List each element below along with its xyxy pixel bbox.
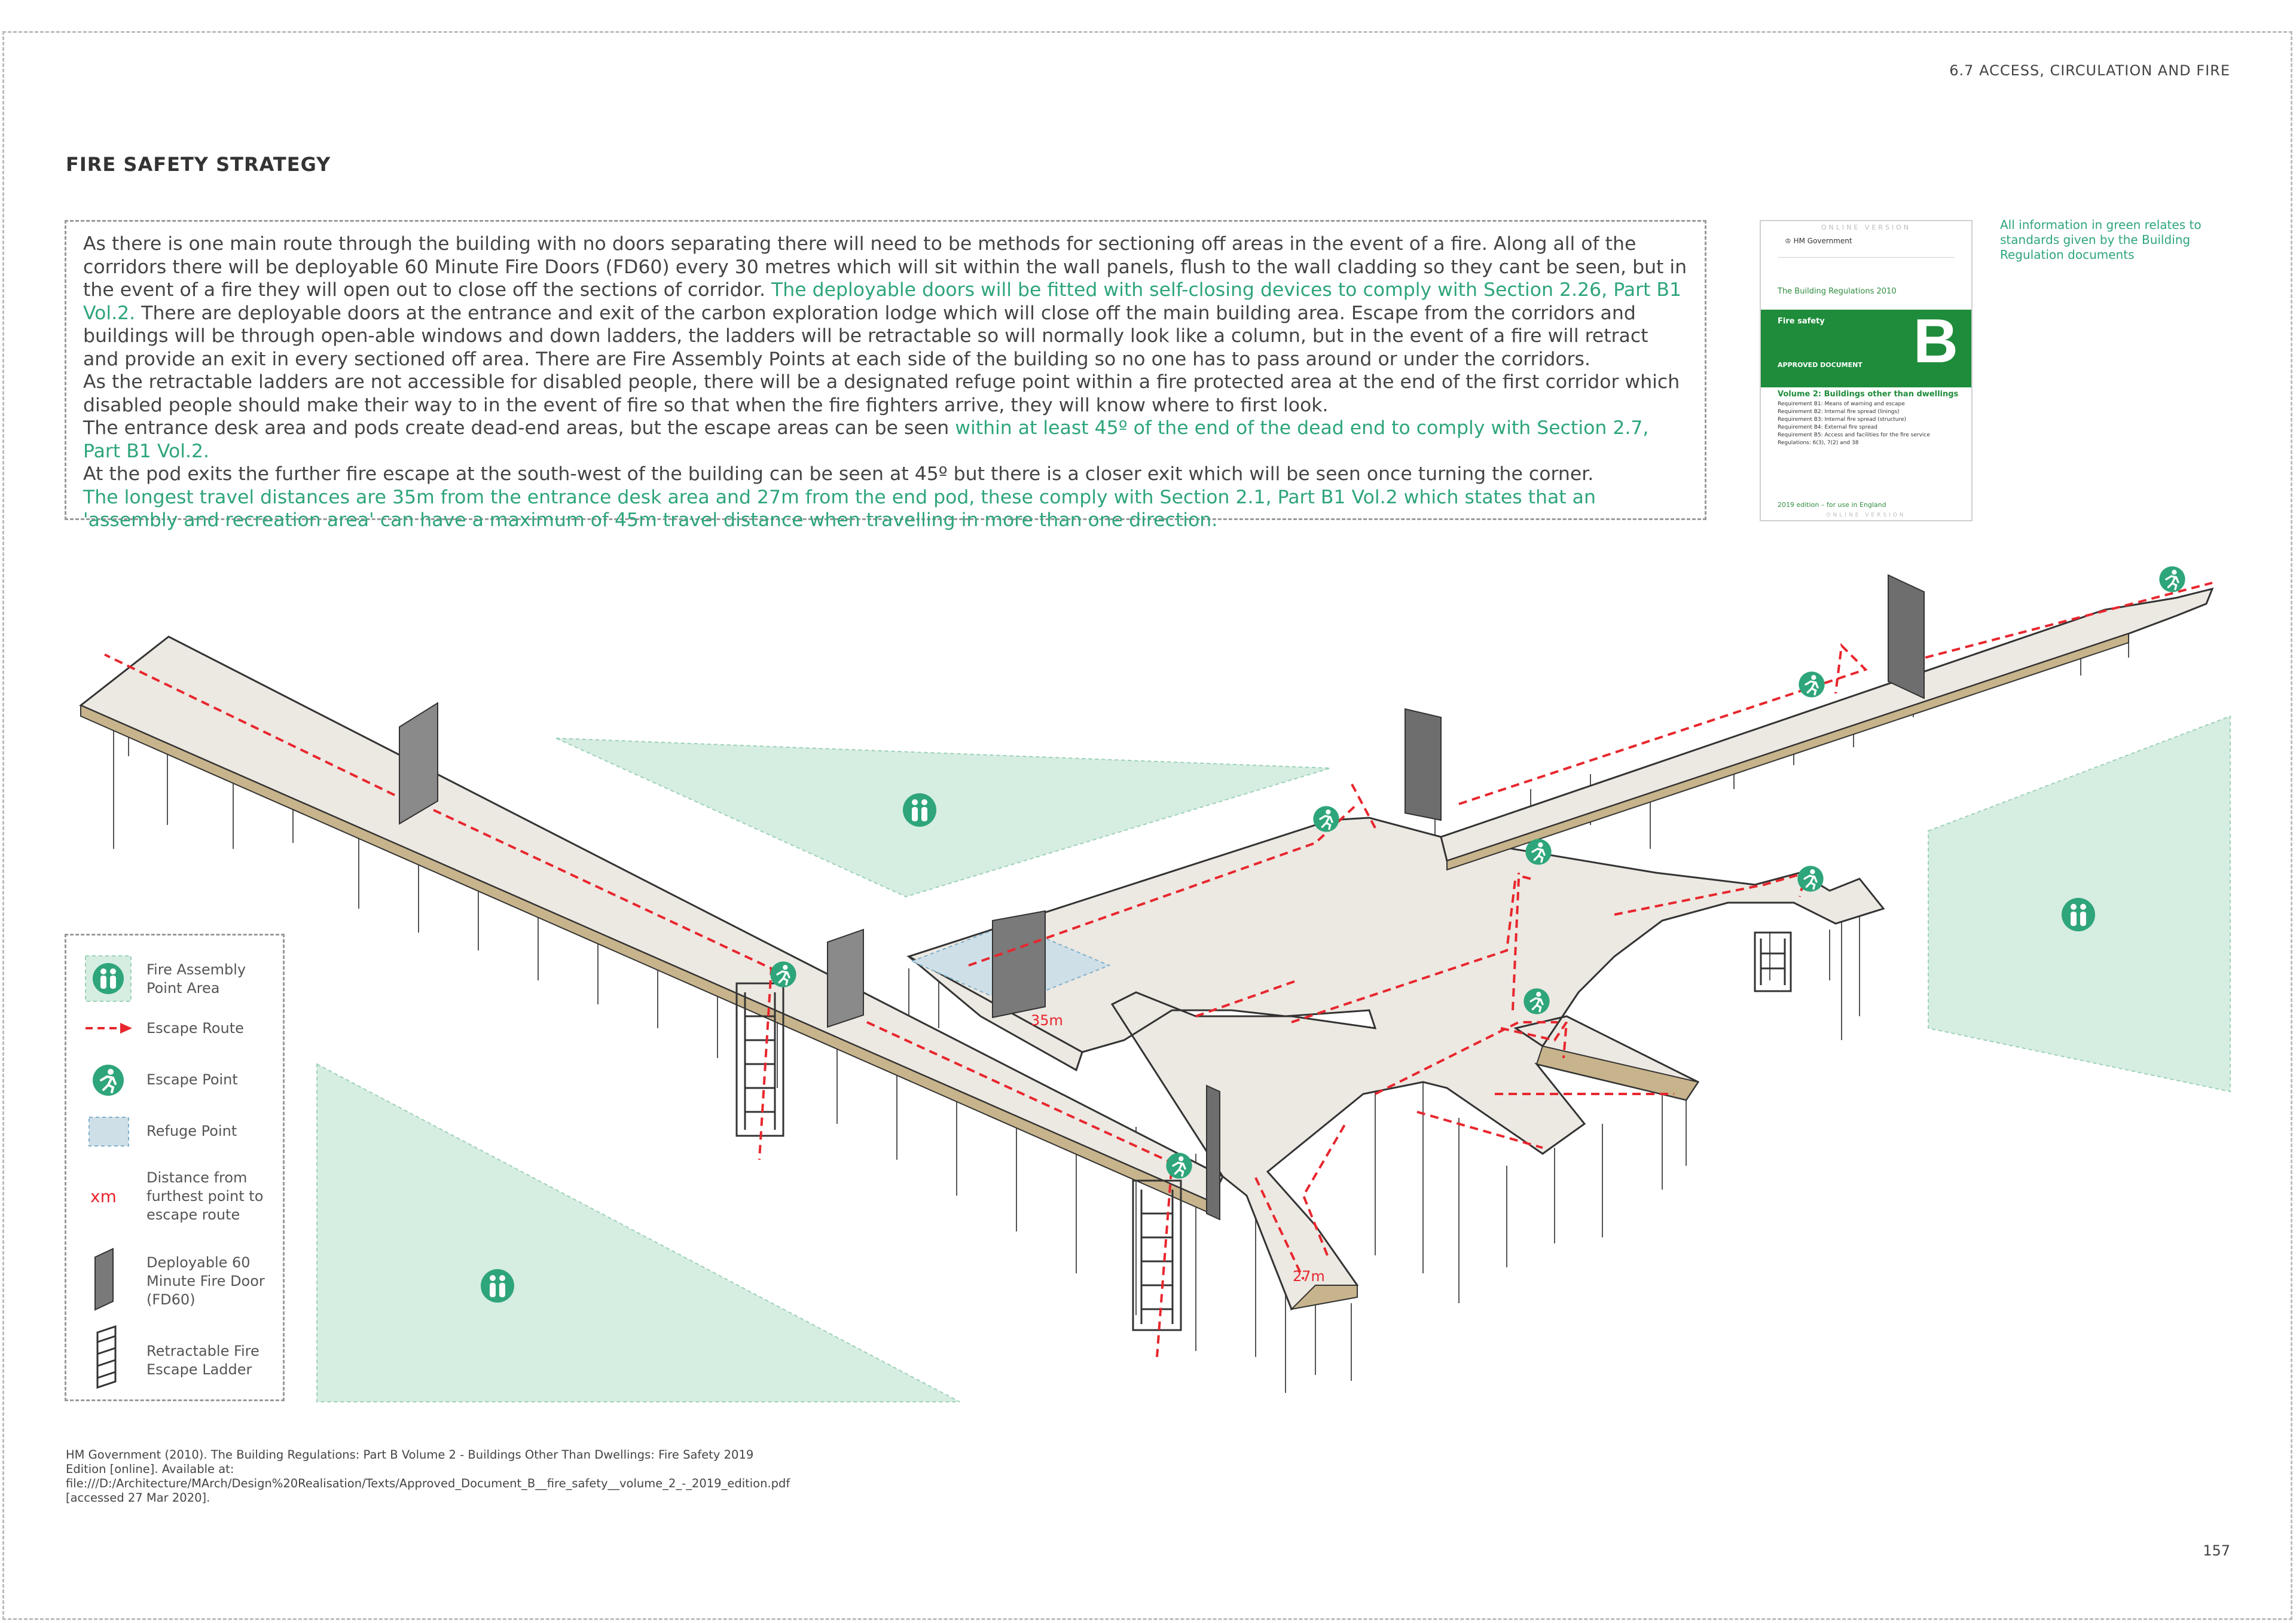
requirement-item: Requirement B5: Access and facilities fo… <box>1778 432 1930 438</box>
online-version-label: ONLINE VERSION <box>1826 512 1906 518</box>
paragraph-1-text-cont: There are deployable doors at the entran… <box>83 302 1648 370</box>
fire-door-icon <box>399 702 438 825</box>
legend-label: Deployable 60 Minute Fire Door (FD60) <box>146 1254 265 1308</box>
document-band: Fire safety APPROVED DOCUMENT B <box>1761 307 1971 387</box>
document-subject: Fire safety <box>1778 317 1825 326</box>
requirements-list: Requirement B1: Means of warning and esc… <box>1778 401 1957 447</box>
legend-label: Fire Assembly Point Area <box>146 961 246 997</box>
requirement-item: Requirement B4: External fire spread <box>1778 424 1877 430</box>
divider <box>1778 257 1955 258</box>
retractable-ladders <box>735 931 1792 1331</box>
fire-assembly-areas <box>316 715 2231 1402</box>
escape-point-icon <box>1796 864 1825 893</box>
legend-label: Refuge Point <box>146 1123 237 1139</box>
escape-point-icon <box>769 960 798 989</box>
escape-point-icon <box>1522 987 1551 1016</box>
fire-door-icon <box>827 928 864 1028</box>
regulation-note-dead-end: within at least 45º of the end of the de… <box>83 417 1649 462</box>
paragraph-3-text: The entrance desk area and pods create d… <box>83 417 949 439</box>
ladder-icon <box>735 982 784 1137</box>
escape-point-icon <box>1524 838 1553 866</box>
paragraph-2: As the retractable ladders are not acces… <box>83 371 1680 416</box>
distance-label-pod: 27m <box>1293 1268 1325 1285</box>
crown-icon: ♔ <box>1785 237 1794 245</box>
escape-point-icon <box>1165 1151 1193 1180</box>
carbon-exploration-lodge <box>906 817 1885 1310</box>
regulation-note-travel-distance: The longest travel distances are 35m fro… <box>83 486 1596 531</box>
online-version-label: ONLINE VERSION <box>1821 224 1912 231</box>
paragraph-4: At the pod exits the further fire escape… <box>83 463 1594 485</box>
hm-government-label: ♔ HM Government <box>1785 237 1852 245</box>
legend-label: Escape Route <box>146 1020 244 1037</box>
document-letter: B <box>1913 307 1958 376</box>
paragraph-1-text: As there is one main route through the b… <box>83 233 1687 301</box>
fire-door-icon <box>1206 1084 1220 1221</box>
ladder-icon <box>1754 931 1792 992</box>
document-type: APPROVED DOCUMENT <box>1778 361 1863 369</box>
fire-assembly-point-icon <box>85 955 132 1002</box>
ladder-icon <box>1132 1179 1182 1331</box>
escape-point-icon <box>2158 565 2187 594</box>
approved-document-b-cover: ONLINE VERSION ♔ HM Government The Build… <box>1760 220 1973 521</box>
reference-citation: HM Government (2010). The Building Regul… <box>66 1448 790 1505</box>
requirement-item: Requirement B3: Internal fire spread (st… <box>1778 417 1907 423</box>
assembly-area-north <box>555 738 1331 898</box>
requirement-item: Regulations: 6(3), 7(2) and 38 <box>1778 440 1859 446</box>
fire-door-icon <box>94 1248 114 1311</box>
page-border <box>2 31 2292 1620</box>
legend-label: Retractable Fire Escape Ladder <box>146 1343 259 1378</box>
requirement-item: Requirement B1: Means of warning and esc… <box>1778 401 1905 407</box>
fire-door-icon <box>1888 574 1925 699</box>
paragraph-1: As there is one main route through the b… <box>83 233 1688 371</box>
fire-assembly-point-icon <box>2062 898 2095 931</box>
escape-point-icon <box>93 1065 124 1096</box>
section-header: 6.7 ACCESS, CIRCULATION AND FIRE <box>1949 62 2230 79</box>
requirement-item: Requirement B2: Internal fire spread (li… <box>1778 409 1900 415</box>
paragraph-3: The entrance desk area and pods create d… <box>83 417 1688 463</box>
page-number: 157 <box>2203 1542 2230 1559</box>
floor-plates <box>79 587 2214 1310</box>
escape-point-icon <box>1312 805 1341 833</box>
series-title: The Building Regulations 2010 <box>1778 287 1897 296</box>
fire-doors <box>399 574 1925 1221</box>
legend-label: Distance from furthest point to escape r… <box>146 1169 264 1223</box>
strategy-text-box: As there is one main route through the b… <box>65 220 1706 531</box>
document-edition: 2019 edition – for use in England <box>1778 501 1886 509</box>
fire-door-icon <box>992 910 1046 1019</box>
fire-assembly-point-icon <box>903 793 936 827</box>
green-note: All information in green relates to stan… <box>2000 218 2202 262</box>
legend: Fire Assembly Point Area Escape Route Es… <box>65 934 285 1401</box>
refuge-point-icon <box>88 1117 129 1147</box>
distance-label-entrance: 35m <box>1031 1012 1063 1029</box>
page-title: FIRE SAFETY STRATEGY <box>66 153 331 176</box>
document-volume: Volume 2: Buildings other than dwellings <box>1778 390 1959 399</box>
ladder-icon <box>96 1325 117 1389</box>
distance-symbol: xm <box>90 1187 117 1206</box>
escape-point-icon <box>1797 670 1826 699</box>
fire-assembly-point-icon <box>481 1269 514 1303</box>
regulation-note-doors: The deployable doors will be fitted with… <box>83 279 1682 324</box>
assembly-area-south-west <box>316 1063 960 1402</box>
escape-route-arrow-icon <box>86 1023 132 1034</box>
publisher-label: HM Government <box>1793 237 1852 245</box>
fire-door-icon <box>1405 708 1442 821</box>
legend-label: Escape Point <box>146 1071 238 1088</box>
